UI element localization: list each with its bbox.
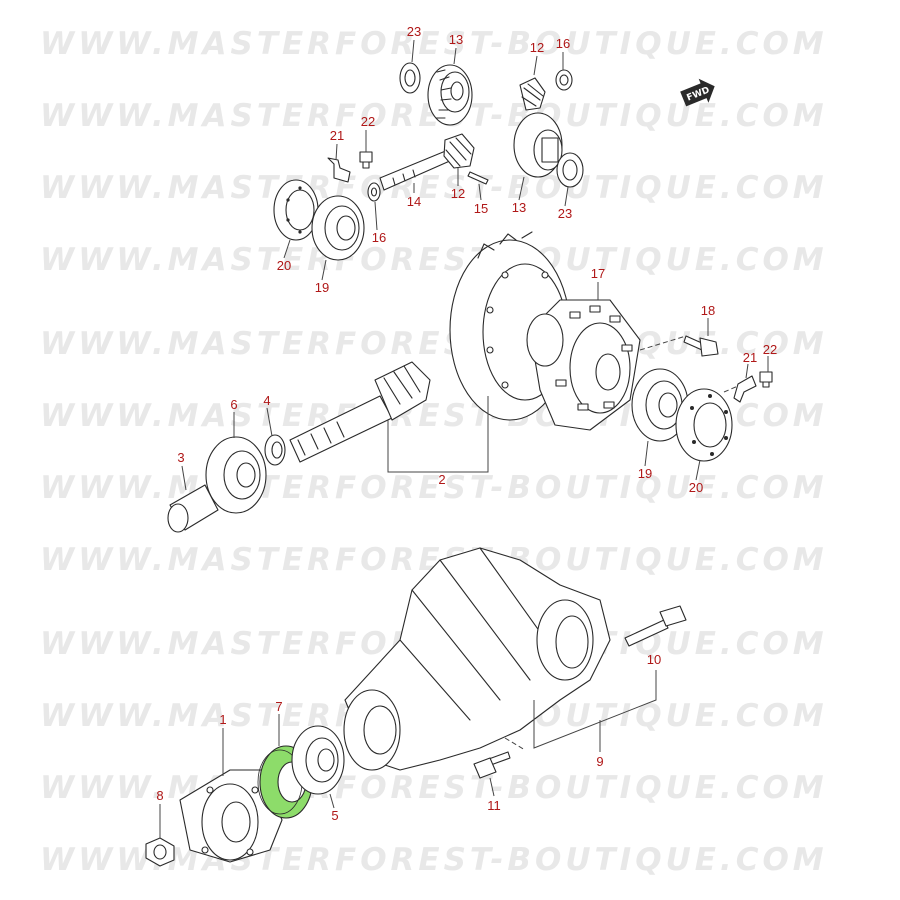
pin-15: [467, 171, 489, 185]
callout-19[interactable]: 19: [638, 466, 652, 481]
callout-20[interactable]: 20: [277, 258, 291, 273]
watermark-text: WWW.MASTERFOREST-BOUTIQUE.COM: [40, 770, 828, 806]
pinion-gear-12-mid: [443, 133, 475, 169]
callout-13[interactable]: 13: [449, 32, 463, 47]
bracket-21-right: [733, 375, 757, 403]
callout-11[interactable]: 11: [487, 798, 501, 813]
bracket-21-top: [327, 157, 351, 183]
side-gear-13-mid: [513, 112, 563, 178]
callout-20[interactable]: 20: [689, 480, 703, 495]
thrust-washer-23-top: [399, 62, 421, 94]
callout-21[interactable]: 21: [330, 128, 344, 143]
callout-23[interactable]: 23: [558, 206, 572, 221]
callout-6[interactable]: 6: [230, 397, 237, 412]
callout-5[interactable]: 5: [331, 808, 338, 823]
callout-9[interactable]: 9: [596, 754, 603, 769]
alignment-dash: [504, 737, 526, 751]
differential-internals-group: [273, 62, 584, 261]
pinion-gear-12-top: [519, 77, 546, 111]
callout-18[interactable]: 18: [701, 303, 715, 318]
callout-10[interactable]: 10: [647, 652, 661, 667]
carrier-housing-group: [145, 547, 687, 867]
bearing-19-left: [311, 195, 365, 261]
callout-15[interactable]: 15: [474, 201, 488, 216]
sleeve-3: [167, 484, 219, 533]
alignment-dash: [639, 335, 687, 351]
callout-3[interactable]: 3: [177, 450, 184, 465]
alignment-dash: [723, 385, 739, 393]
callout-4[interactable]: 4: [263, 393, 270, 408]
callout-7[interactable]: 7: [275, 699, 282, 714]
bolt-22-right: [759, 371, 773, 388]
callout-1[interactable]: 1: [219, 712, 226, 727]
watermark-text: WWW.MASTERFOREST-BOUTIQUE.COM: [40, 470, 828, 506]
callout-19[interactable]: 19: [315, 280, 329, 295]
adjuster-nut-20-left: [273, 179, 319, 241]
ring-gear-bolt-18: [683, 335, 719, 357]
callout-13[interactable]: 13: [512, 200, 526, 215]
bearing-5: [291, 725, 345, 795]
adjuster-nut-20-right: [675, 388, 733, 462]
differential-carrier-9: [343, 547, 611, 771]
watermark-text: WWW.MASTERFOREST-BOUTIQUE.COM: [40, 170, 828, 206]
callout-12[interactable]: 12: [451, 186, 465, 201]
callout-labels: 23 13 12 16 21 22 12 14 15 16 13 23 20 1…: [156, 24, 777, 823]
washer-16-top: [555, 69, 573, 91]
callout-21[interactable]: 21: [743, 350, 757, 365]
carrier-bolt-10: [624, 605, 687, 647]
bearing-6: [205, 436, 267, 514]
callout-23[interactable]: 23: [407, 24, 421, 39]
callout-12[interactable]: 12: [530, 40, 544, 55]
callout-8[interactable]: 8: [156, 788, 163, 803]
bearing-19-right: [631, 368, 689, 442]
leader-lines: [159, 39, 769, 838]
washer-16-mid: [367, 182, 381, 202]
callout-2[interactable]: 2: [438, 472, 445, 487]
callout-22[interactable]: 22: [361, 114, 375, 129]
watermark-text: WWW.MASTERFOREST-BOUTIQUE.COM: [40, 26, 828, 62]
watermark-text: WWW.MASTERFOREST-BOUTIQUE.COM: [40, 242, 828, 278]
callout-22[interactable]: 22: [763, 342, 777, 357]
thrust-washer-23-mid: [556, 152, 584, 188]
callout-14[interactable]: 14: [407, 194, 421, 209]
ring-gear-pinion-group: [167, 231, 773, 533]
drive-pinion-shaft: [289, 361, 431, 463]
companion-flange-1: [179, 769, 283, 863]
callout-16[interactable]: 16: [372, 230, 386, 245]
spacer-4: [264, 434, 286, 466]
callout-17[interactable]: 17: [591, 266, 605, 281]
differential-case-17: [526, 299, 641, 431]
side-gear-13-top: [427, 64, 473, 126]
bolt-11: [473, 751, 511, 779]
callout-16[interactable]: 16: [556, 36, 570, 51]
bolt-22-top: [359, 151, 373, 169]
